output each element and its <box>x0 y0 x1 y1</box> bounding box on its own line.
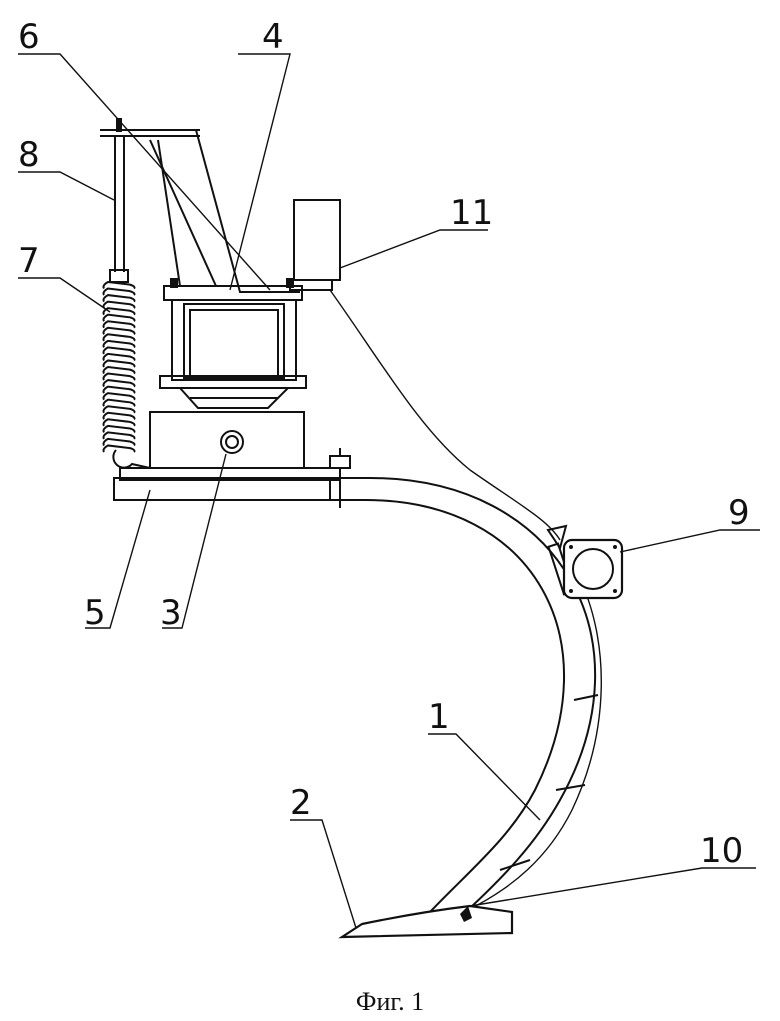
label-10: 10 <box>700 831 743 871</box>
label-11: 11 <box>450 193 493 233</box>
curved-shank <box>330 290 601 912</box>
rod-and-spring <box>104 136 151 468</box>
electronics-box <box>290 200 340 290</box>
label-9: 9 <box>728 493 750 533</box>
share-blade <box>342 906 512 937</box>
figure-caption: Фиг. 1 <box>356 987 424 1016</box>
label-4: 4 <box>262 17 284 57</box>
label-1: 1 <box>428 697 450 737</box>
spring-coil <box>104 445 135 452</box>
sensor-housing <box>160 278 306 408</box>
label-8: 8 <box>18 135 40 175</box>
leader-lines <box>18 54 760 928</box>
spring-coils <box>104 282 135 452</box>
label-3: 3 <box>160 593 182 633</box>
number-labels: 6 4 8 11 7 9 5 3 1 2 10 <box>18 17 750 871</box>
label-5: 5 <box>84 593 106 633</box>
label-7: 7 <box>18 241 40 281</box>
label-2: 2 <box>290 783 312 823</box>
label-6: 6 <box>18 17 40 57</box>
lever-bracket <box>100 118 300 292</box>
